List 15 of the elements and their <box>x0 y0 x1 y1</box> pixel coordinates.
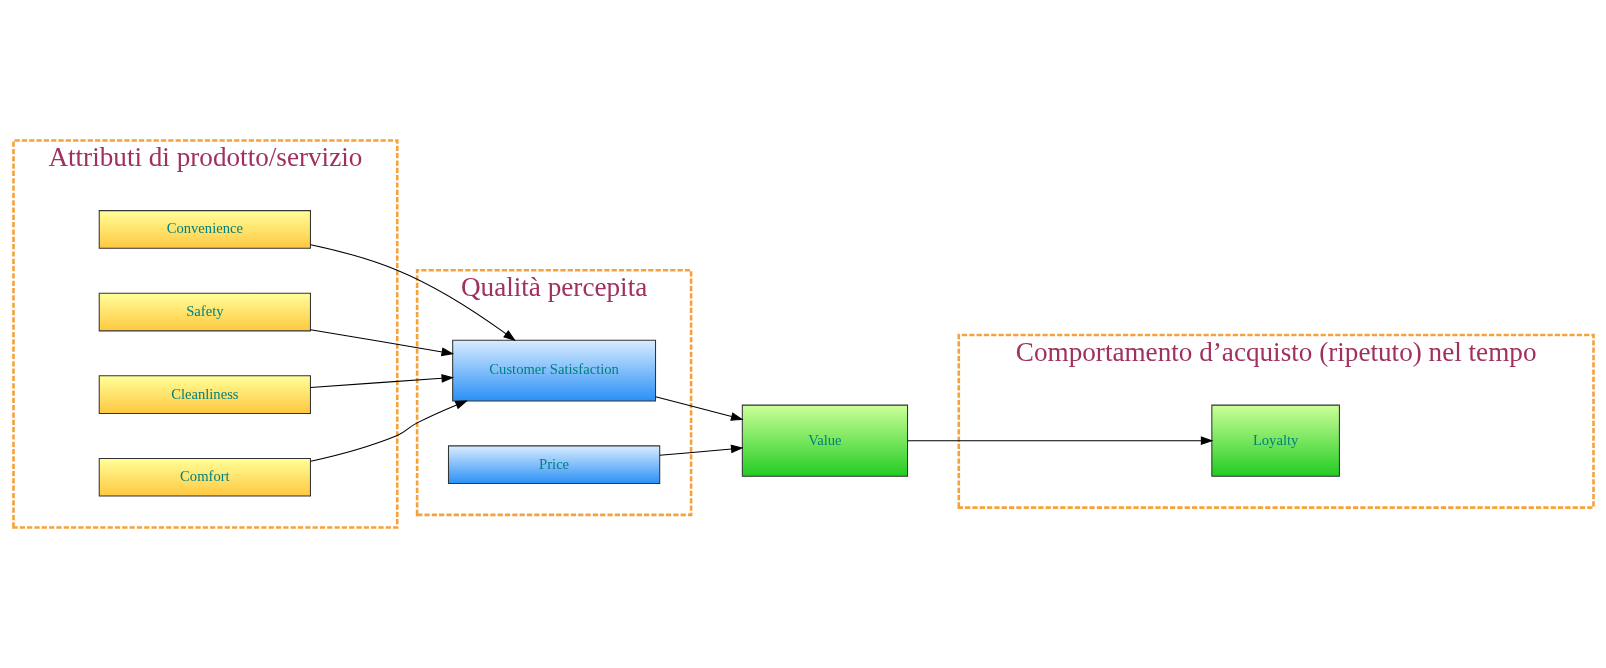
node-box: Safety <box>98 292 311 332</box>
arrow <box>309 373 454 388</box>
arrow <box>309 329 454 357</box>
node-box: Comfort <box>98 457 311 497</box>
arrow <box>654 396 743 421</box>
arrow <box>309 400 468 462</box>
node-box: Cleanliness <box>98 375 311 414</box>
arrow <box>906 436 1213 446</box>
arrow <box>658 444 744 456</box>
node-box: Customer Satisfaction <box>451 339 656 402</box>
node-box: Loyalty <box>1210 404 1340 477</box>
node-box: Value <box>741 404 908 477</box>
node-box: Price <box>447 445 660 485</box>
arrow <box>309 244 516 342</box>
node-box: Convenience <box>98 210 311 249</box>
